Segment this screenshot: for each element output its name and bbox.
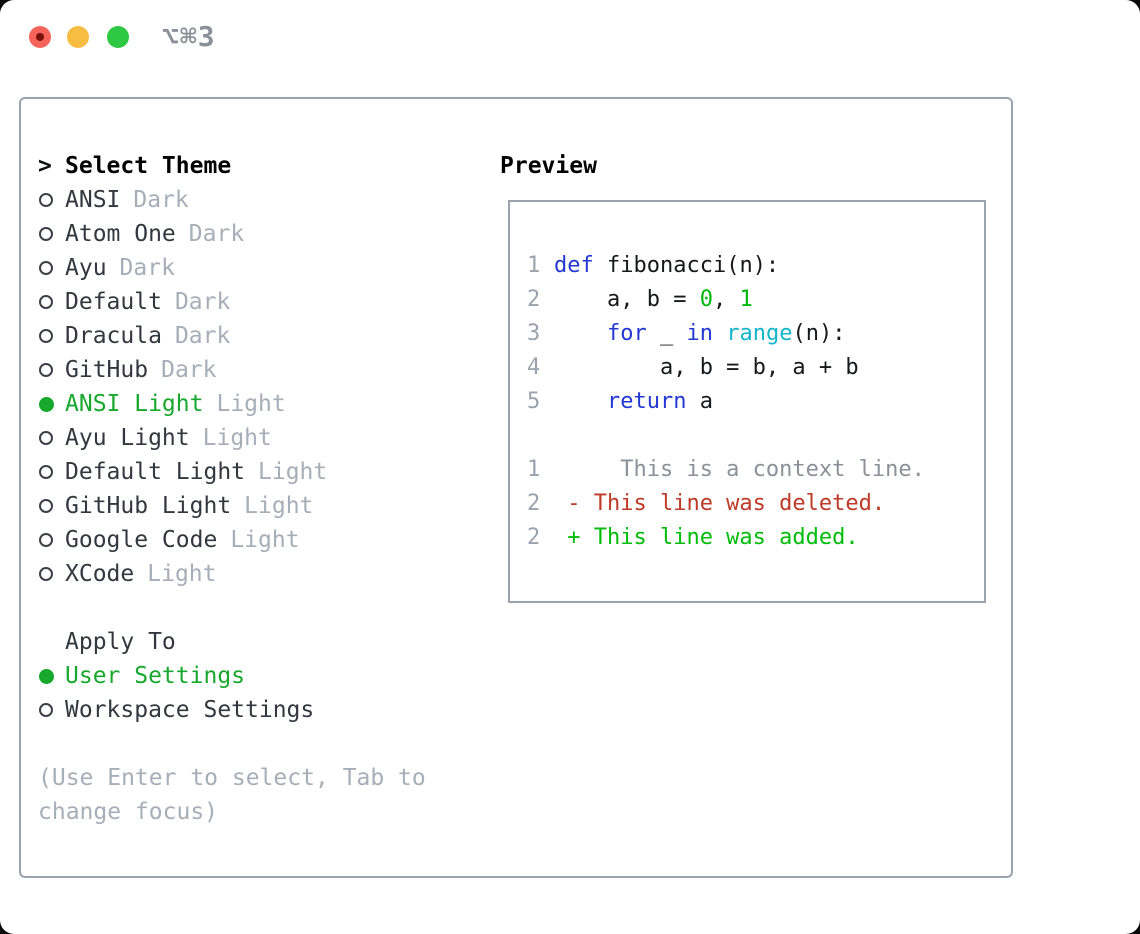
line-number: 2 bbox=[527, 491, 541, 516]
theme-option[interactable]: XCode Light bbox=[38, 557, 478, 591]
radio-icon bbox=[39, 431, 53, 445]
spacer bbox=[38, 591, 478, 625]
radio-selected-icon bbox=[39, 669, 54, 684]
theme-name: GitHub Light bbox=[65, 493, 232, 519]
prompt-icon: > bbox=[38, 153, 52, 179]
radio-icon bbox=[39, 567, 53, 581]
title-bar: ⌥⌘3 bbox=[0, 0, 1140, 74]
theme-option-selected[interactable]: ANSI Light Light bbox=[38, 387, 478, 421]
code-line: 4 a, b = b, a + b bbox=[527, 351, 984, 385]
theme-variant-tag: Light bbox=[216, 391, 286, 417]
theme-variant-tag: Light bbox=[202, 425, 272, 451]
theme-option[interactable]: GitHub Light Light bbox=[38, 489, 478, 523]
apply-option-label: Workspace Settings bbox=[65, 697, 315, 723]
theme-name: Atom One bbox=[65, 221, 176, 247]
theme-variant-tag: Dark bbox=[188, 221, 245, 247]
radio-icon bbox=[39, 533, 53, 547]
theme-name: Ayu bbox=[65, 255, 107, 281]
line-number: 3 bbox=[527, 321, 541, 346]
radio-selected-icon bbox=[39, 397, 54, 412]
line-number: 2 bbox=[527, 525, 541, 550]
theme-name: Default Light bbox=[65, 459, 246, 485]
line-number: 2 bbox=[527, 287, 541, 312]
theme-variant-tag: Light bbox=[147, 561, 217, 587]
theme-variant-tag: Dark bbox=[161, 357, 217, 383]
apply-option[interactable]: Workspace Settings bbox=[38, 693, 478, 727]
close-button[interactable] bbox=[29, 26, 51, 48]
radio-icon bbox=[39, 193, 53, 207]
section-title: Apply To bbox=[65, 629, 176, 655]
theme-option[interactable]: Default Light Light bbox=[38, 455, 478, 489]
theme-option[interactable]: Dracula Dark bbox=[38, 319, 478, 353]
theme-variant-tag: Dark bbox=[133, 187, 189, 213]
zoom-button[interactable] bbox=[107, 26, 129, 48]
line-number: 5 bbox=[527, 389, 541, 414]
radio-icon bbox=[39, 703, 53, 717]
window-title-shortcut: ⌥⌘3 bbox=[162, 20, 216, 53]
radio-icon bbox=[39, 363, 53, 377]
keyboard-hint-text: (Use Enter to select, Tab to change focu… bbox=[38, 765, 426, 825]
theme-variant-tag: Light bbox=[258, 459, 328, 485]
theme-option[interactable]: Ayu Light Light bbox=[38, 421, 478, 455]
diff-deleted-line: 2 - This line was deleted. bbox=[527, 487, 984, 521]
line-number: 1 bbox=[527, 457, 541, 482]
theme-name: Google Code bbox=[65, 527, 218, 553]
theme-name: ANSI Light bbox=[65, 391, 204, 417]
line-number: 4 bbox=[527, 355, 541, 380]
theme-option[interactable]: Default Dark bbox=[38, 285, 478, 319]
diff-added-line: 2 + This line was added. bbox=[527, 521, 984, 555]
theme-option[interactable]: Ayu Dark bbox=[38, 251, 478, 285]
theme-variant-tag: Dark bbox=[119, 255, 175, 281]
preview-title: Preview bbox=[500, 153, 597, 179]
select-theme-header: > Select Theme bbox=[38, 149, 478, 183]
theme-name: GitHub bbox=[65, 357, 149, 383]
theme-name: Ayu Light bbox=[65, 425, 190, 451]
code-line: 2 a, b = 0, 1 bbox=[527, 283, 984, 317]
line-number: 1 bbox=[527, 253, 541, 278]
radio-icon bbox=[39, 227, 53, 241]
theme-option[interactable]: Atom One Dark bbox=[38, 217, 478, 251]
theme-option[interactable]: ANSI Dark bbox=[38, 183, 478, 217]
theme-variant-tag: Light bbox=[244, 493, 314, 519]
theme-name: Default bbox=[65, 289, 162, 315]
theme-variant-tag: Dark bbox=[174, 323, 231, 349]
radio-icon bbox=[39, 465, 53, 479]
document-edited-dot-icon bbox=[36, 33, 44, 41]
diff-context-line: 1 This is a context line. bbox=[527, 453, 984, 487]
radio-icon bbox=[39, 329, 53, 343]
theme-variant-tag: Dark bbox=[174, 289, 231, 315]
apply-option-selected[interactable]: User Settings bbox=[38, 659, 478, 693]
minimize-button[interactable] bbox=[67, 26, 89, 48]
spacer bbox=[38, 727, 478, 761]
spacer bbox=[527, 419, 984, 453]
theme-name: XCode bbox=[65, 561, 135, 587]
code-line: 5 return a bbox=[527, 385, 984, 419]
radio-icon bbox=[39, 295, 53, 309]
theme-option[interactable]: GitHub Dark bbox=[38, 353, 478, 387]
theme-option[interactable]: Google Code Light bbox=[38, 523, 478, 557]
apply-to-header: Apply To bbox=[38, 625, 478, 659]
radio-icon bbox=[39, 499, 53, 513]
code-line: 3 for _ in range(n): bbox=[527, 317, 984, 351]
section-title: Select Theme bbox=[65, 153, 232, 179]
theme-variant-tag: Light bbox=[230, 527, 300, 553]
theme-name: Dracula bbox=[65, 323, 162, 349]
radio-icon bbox=[39, 261, 53, 275]
theme-name: ANSI bbox=[65, 187, 121, 213]
apply-option-label: User Settings bbox=[65, 663, 246, 689]
